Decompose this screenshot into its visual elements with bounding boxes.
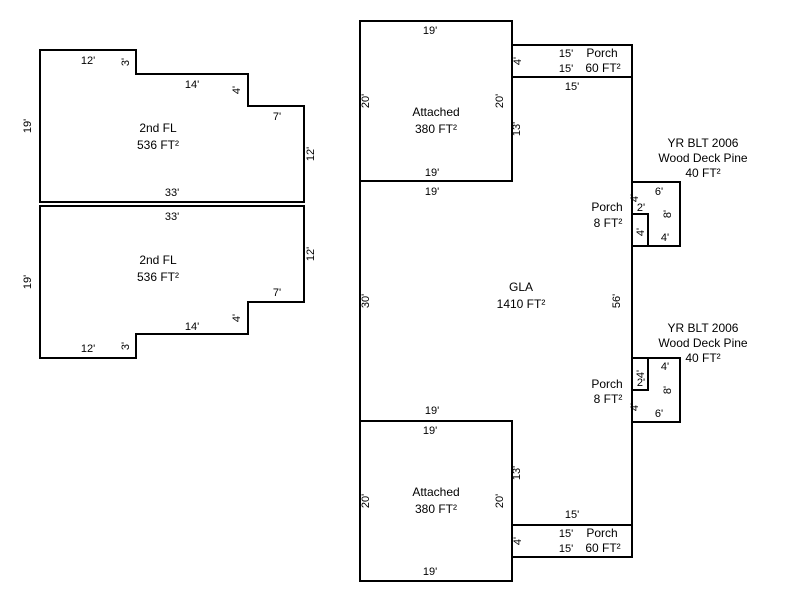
dim-label: 15' [559, 63, 573, 75]
dim-label: 4' [512, 537, 524, 545]
dim-label: 4' [512, 57, 524, 65]
deck-upper-porch-outline [631, 213, 649, 247]
area-size-label: 536 FT² [137, 138, 179, 152]
dim-label: 13' [511, 466, 523, 480]
dim-label: 4' [635, 370, 647, 378]
attached-upper-outline [359, 20, 513, 182]
area-name-label: Porch [586, 46, 617, 60]
area-size-label: 536 FT² [137, 270, 179, 284]
area-name-label: Porch [591, 377, 622, 391]
dim-label: 2' [637, 377, 645, 389]
dim-label: 15' [559, 528, 573, 540]
dim-label: 12' [81, 343, 95, 355]
deck-year-label: YR BLT 2006 [668, 136, 739, 150]
dim-label: 20' [494, 94, 506, 108]
deck-year-label: YR BLT 2006 [668, 321, 739, 335]
dim-label: 19' [425, 167, 439, 179]
dim-label: 33' [165, 211, 179, 223]
dim-label: 19' [22, 275, 34, 289]
dim-label: 30' [360, 294, 372, 308]
deck-size-label: 40 FT² [685, 351, 720, 365]
area-name-label: 2nd FL [139, 121, 177, 135]
area-name-label: 2nd FL [139, 253, 177, 267]
dim-label: 2' [637, 202, 645, 214]
dim-label: 6' [655, 186, 663, 198]
dim-label: 15' [559, 48, 573, 60]
deck-lower-porch-outline [631, 357, 649, 391]
dim-label: 19' [423, 566, 437, 578]
area-size-label: 8 FT² [594, 392, 623, 406]
dim-label: 14' [185, 79, 199, 91]
dim-label: 19' [22, 119, 34, 133]
dim-label: 7' [273, 287, 281, 299]
dim-label: 15' [565, 81, 579, 93]
area-size-label: 60 FT² [585, 61, 620, 75]
dim-label: 4' [661, 232, 669, 244]
dim-label: 8' [662, 386, 674, 394]
dim-label: 15' [559, 543, 573, 555]
dim-label: 4' [661, 361, 669, 373]
dim-label: 4' [635, 228, 647, 236]
dim-label: 20' [360, 94, 372, 108]
dim-label: 4' [231, 86, 243, 94]
dim-label: 3' [120, 342, 132, 350]
dim-label: 33' [165, 187, 179, 199]
dim-label: 4' [629, 194, 641, 202]
dim-label: 20' [494, 494, 506, 508]
dim-label: 12' [81, 55, 95, 67]
dim-label: 56' [611, 294, 623, 308]
area-name-label: Attached [412, 105, 459, 119]
porch-lower-outline [511, 524, 633, 558]
dim-label: 12' [305, 247, 317, 261]
dim-label: 19' [425, 186, 439, 198]
area-size-label: 1410 FT² [497, 297, 546, 311]
dim-label: 19' [425, 405, 439, 417]
porch-upper-outline [511, 44, 633, 78]
area-size-label: 380 FT² [415, 502, 457, 516]
second-fl-upper-outline [39, 49, 305, 203]
dim-label: 4' [629, 403, 641, 411]
dim-label: 20' [360, 494, 372, 508]
dim-label: 14' [185, 321, 199, 333]
dim-label: 8' [662, 210, 674, 218]
dim-label: 6' [655, 408, 663, 420]
dim-label: 4' [231, 314, 243, 322]
dim-label: 3' [120, 58, 132, 66]
attached-lower-outline [359, 420, 513, 582]
dim-label: 19' [423, 25, 437, 37]
second-fl-lower-outline [39, 205, 305, 359]
deck-material-label: Wood Deck Pine [658, 151, 747, 165]
area-name-label: Porch [591, 200, 622, 214]
area-size-label: 8 FT² [594, 216, 623, 230]
area-size-label: 380 FT² [415, 122, 457, 136]
area-size-label: 60 FT² [585, 541, 620, 555]
area-name-label: Porch [586, 526, 617, 540]
area-name-label: Attached [412, 485, 459, 499]
dim-label: 15' [565, 509, 579, 521]
deck-material-label: Wood Deck Pine [658, 336, 747, 350]
dim-label: 19' [423, 425, 437, 437]
deck-size-label: 40 FT² [685, 166, 720, 180]
dim-label: 7' [273, 111, 281, 123]
area-name-label: GLA [509, 280, 533, 294]
dim-label: 13' [511, 122, 523, 136]
dim-label: 12' [305, 147, 317, 161]
